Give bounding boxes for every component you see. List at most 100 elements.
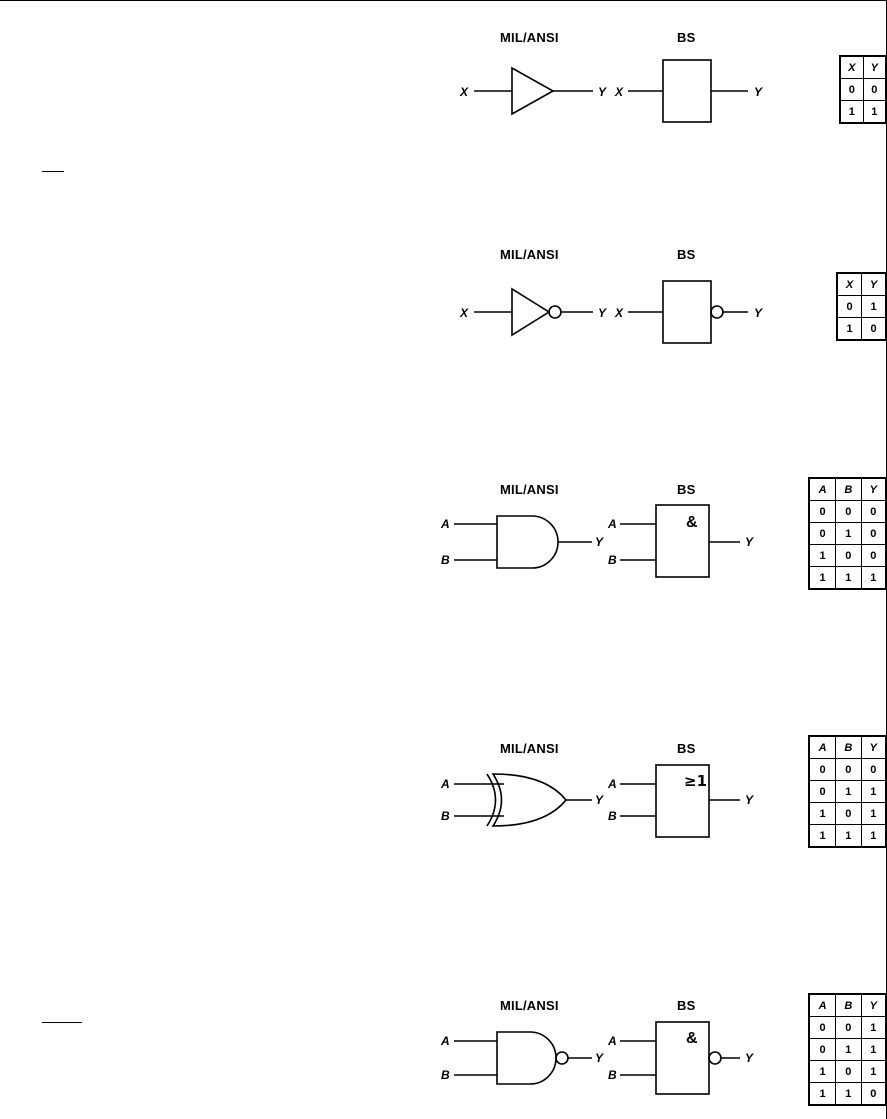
nand-body bbox=[496, 1031, 557, 1085]
or-body bbox=[491, 773, 568, 827]
bs-input-x-label: X bbox=[614, 306, 624, 320]
tt-header: B bbox=[835, 477, 862, 501]
tt-header: Y bbox=[862, 55, 887, 79]
tt-header: B bbox=[835, 993, 862, 1017]
tt-cell: 0 bbox=[808, 1038, 837, 1061]
input-a-label: A bbox=[440, 777, 450, 791]
bs-output-y-label: Y bbox=[745, 1051, 754, 1065]
tt-cell: 0 bbox=[835, 500, 862, 523]
input-a-label: A bbox=[440, 1034, 450, 1048]
inversion-bubble bbox=[555, 1051, 569, 1065]
output-y-label: Y bbox=[595, 793, 604, 807]
mil-ansi-caption: MIL/ANSI bbox=[500, 247, 559, 262]
tt-cell: 0 bbox=[808, 522, 837, 545]
bs-output-y-label: Y bbox=[745, 535, 754, 549]
bs-box bbox=[655, 1021, 710, 1095]
tt-header: B bbox=[835, 735, 862, 759]
and-body bbox=[496, 515, 559, 569]
tt-cell: 0 bbox=[860, 522, 887, 545]
bs-input-a-label: A bbox=[607, 517, 617, 531]
bs-caption: BS bbox=[677, 741, 696, 756]
input-b-label: B bbox=[441, 1068, 450, 1082]
mil-ansi-caption: MIL/ANSI bbox=[500, 482, 559, 497]
tt-cell: 1 bbox=[860, 1038, 887, 1061]
mil-ansi-caption: MIL/ANSI bbox=[500, 741, 559, 756]
and-gate-symbols: A B Y A B Y & bbox=[440, 504, 754, 578]
bs-box bbox=[655, 764, 710, 838]
mil-ansi-caption: MIL/ANSI bbox=[500, 30, 559, 45]
bs-caption: BS bbox=[677, 30, 696, 45]
tt-cell: 1 bbox=[860, 1016, 887, 1039]
or-gate-symbols: A B Y A B Y ≥1 bbox=[440, 764, 754, 838]
tt-cell: 0 bbox=[860, 1082, 887, 1106]
bs-function-symbol: & bbox=[686, 514, 698, 531]
nand-gate-symbols: A B Y A B Y & bbox=[440, 1021, 754, 1095]
tt-cell: 1 bbox=[808, 824, 837, 848]
tt-cell: 0 bbox=[808, 500, 837, 523]
tt-cell: 1 bbox=[808, 1060, 837, 1083]
input-a-label: A bbox=[440, 517, 450, 531]
buffer-gate-symbols: X Y X Y bbox=[459, 59, 763, 123]
tt-cell: 1 bbox=[860, 566, 887, 590]
tt-cell: 1 bbox=[835, 522, 862, 545]
bs-inversion-bubble bbox=[710, 305, 724, 319]
bs-caption: BS bbox=[677, 482, 696, 497]
bs-output-y-label: Y bbox=[745, 793, 754, 807]
tt-cell: 0 bbox=[836, 295, 862, 318]
bs-function-symbol: & bbox=[686, 1030, 698, 1047]
or-back-curve bbox=[486, 773, 497, 827]
bs-inversion-bubble bbox=[708, 1051, 722, 1065]
bs-caption: BS bbox=[677, 998, 696, 1013]
top-rule bbox=[0, 0, 887, 1]
tt-cell: 1 bbox=[808, 544, 837, 567]
tt-cell: 1 bbox=[860, 1060, 887, 1083]
tt-header: A bbox=[808, 477, 837, 501]
bs-box bbox=[662, 280, 712, 344]
tt-cell: 0 bbox=[861, 317, 887, 341]
tt-cell: 0 bbox=[808, 1016, 837, 1039]
mil-ansi-caption: MIL/ANSI bbox=[500, 998, 559, 1013]
tt-header: Y bbox=[861, 272, 887, 296]
bs-input-a-label: A bbox=[607, 1034, 617, 1048]
tt-header: X bbox=[839, 55, 864, 79]
tt-header: A bbox=[808, 993, 837, 1017]
bs-function-symbol: ≥1 bbox=[684, 772, 707, 790]
tt-cell: 0 bbox=[860, 544, 887, 567]
output-y-label: Y bbox=[598, 85, 607, 99]
tt-cell: 0 bbox=[835, 802, 862, 825]
bs-caption: BS bbox=[677, 247, 696, 262]
input-x-label: X bbox=[459, 306, 469, 320]
bs-input-b-label: B bbox=[608, 553, 617, 567]
bs-input-a-label: A bbox=[607, 777, 617, 791]
tt-cell: 0 bbox=[860, 500, 887, 523]
tt-cell: 1 bbox=[860, 824, 887, 848]
bs-box bbox=[662, 59, 712, 123]
tt-cell: 1 bbox=[808, 1082, 837, 1106]
tt-header: A bbox=[808, 735, 837, 759]
tt-header: Y bbox=[860, 735, 887, 759]
tt-cell: 1 bbox=[835, 824, 862, 848]
tt-cell: 1 bbox=[860, 802, 887, 825]
output-y-label: Y bbox=[598, 306, 607, 320]
tt-cell: 0 bbox=[808, 758, 837, 781]
bs-output-y-label: Y bbox=[754, 85, 763, 99]
tt-cell: 0 bbox=[862, 78, 887, 101]
tt-cell: 1 bbox=[808, 566, 837, 590]
input-b-label: B bbox=[441, 809, 450, 823]
inversion-bubble bbox=[548, 305, 562, 319]
tt-cell: 0 bbox=[835, 1060, 862, 1083]
tt-header: Y bbox=[860, 477, 887, 501]
tt-cell: 1 bbox=[860, 780, 887, 803]
tt-cell: 1 bbox=[835, 1082, 862, 1106]
overline-mark-2 bbox=[42, 1022, 82, 1023]
output-y-label: Y bbox=[595, 535, 604, 549]
tt-cell: 1 bbox=[862, 100, 887, 124]
bs-input-b-label: B bbox=[608, 1068, 617, 1082]
tt-cell: 1 bbox=[839, 100, 864, 124]
buffer-triangle bbox=[511, 66, 555, 116]
